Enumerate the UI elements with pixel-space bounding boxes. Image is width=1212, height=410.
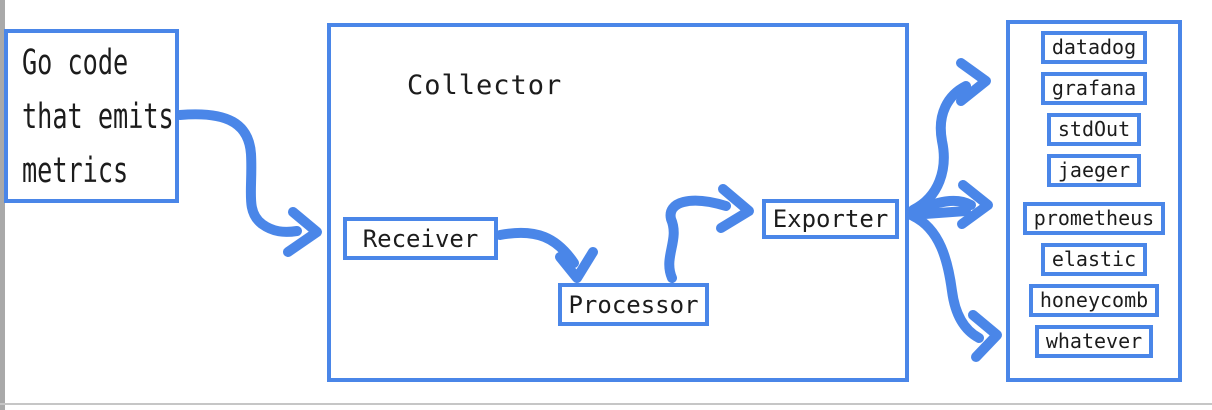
source-box-line-3: metrics — [22, 151, 129, 191]
destination-elastic: elastic — [1040, 243, 1148, 276]
window-bottom-divider — [0, 403, 1212, 405]
arrow-exporter-to-bottom-destinations-head-icon — [968, 310, 1002, 362]
arrow-exporter-to-bottom-destinations — [908, 211, 984, 343]
destination-stdout: stdOut — [1046, 113, 1142, 146]
destination-honeycomb: honeycomb — [1028, 284, 1160, 317]
destination-jaeger: jaeger — [1046, 154, 1142, 187]
arrow-exporter-to-middle-destinations — [906, 195, 976, 218]
exporter-label: Exporter — [772, 205, 889, 233]
window-left-edge — [0, 0, 5, 410]
processor-box: Processor — [558, 283, 709, 326]
collector-title: Collector — [407, 70, 563, 101]
receiver-box: Receiver — [343, 217, 498, 260]
source-box-line-1: Go code — [22, 43, 129, 83]
exporter-box: Exporter — [762, 199, 899, 239]
arrow-exporter-to-middle-destinations-shaft — [906, 206, 971, 220]
destination-whatever: whatever — [1034, 325, 1154, 358]
arrow-exporter-to-top-destinations — [908, 81, 971, 215]
destination-prometheus: prometheus — [1022, 202, 1166, 235]
source-box-line-2: that emits — [22, 97, 174, 137]
arrow-exporter-to-top-destinations-head-icon — [956, 58, 991, 106]
arrow-source-to-receiver — [175, 109, 302, 237]
destination-grafana: grafana — [1040, 72, 1148, 105]
destinations-panel: datadog grafana stdOut jaeger prometheus… — [1006, 20, 1182, 382]
arrow-source-to-receiver-head-icon — [283, 207, 322, 257]
destination-datadog: datadog — [1040, 31, 1148, 64]
processor-label: Processor — [568, 290, 699, 319]
source-box: Go code that emits metrics — [4, 29, 179, 203]
arrow-exporter-to-middle-destinations-head-icon — [957, 180, 993, 229]
receiver-label: Receiver — [362, 224, 479, 253]
